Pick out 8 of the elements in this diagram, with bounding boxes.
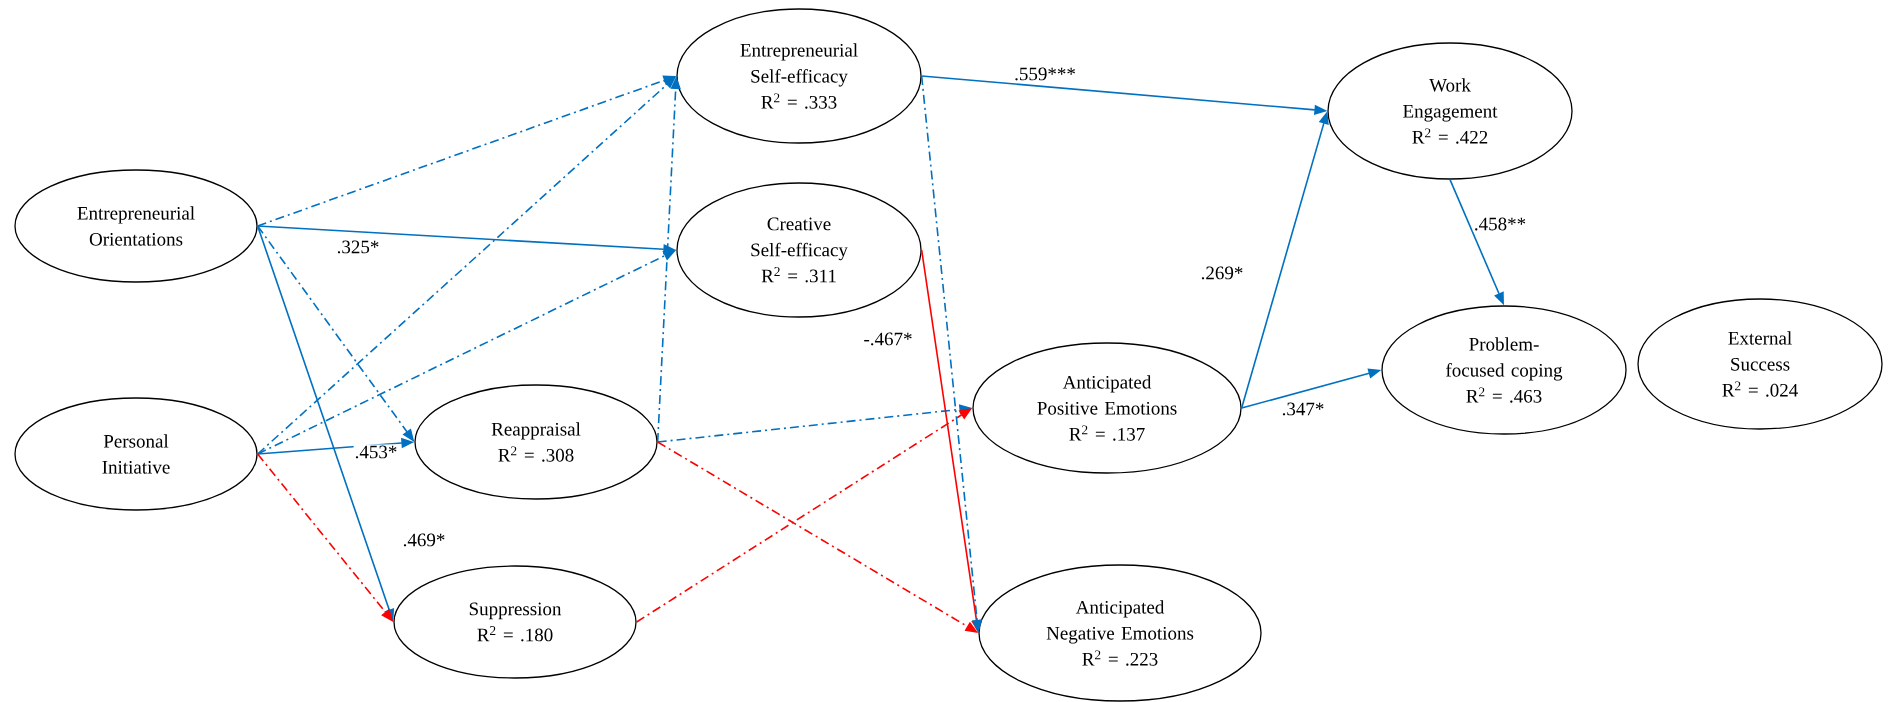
edge-label: -.467* — [862, 331, 914, 347]
edge-label: .325* — [335, 239, 381, 255]
edge-label: .458** — [1472, 216, 1528, 232]
edge-label: .269* — [1199, 265, 1245, 281]
edge-label: .559*** — [1013, 66, 1077, 82]
edge-label: .347* — [1280, 401, 1326, 417]
edge-label: .453* — [353, 444, 399, 460]
edge-label: .469* — [401, 532, 447, 548]
